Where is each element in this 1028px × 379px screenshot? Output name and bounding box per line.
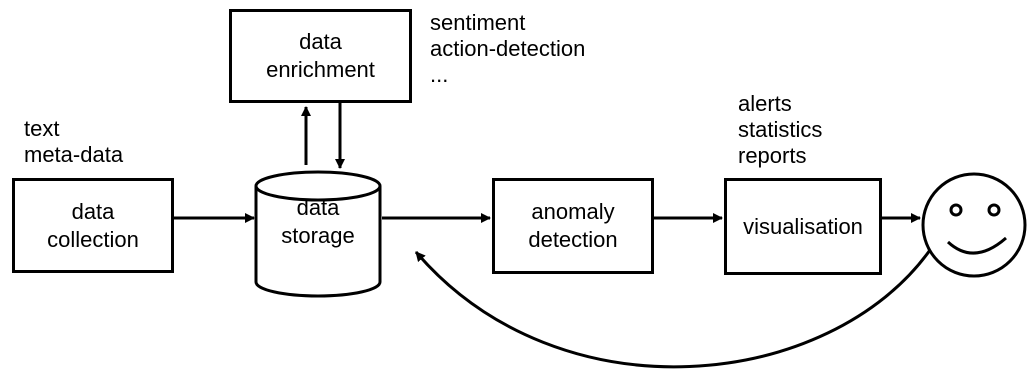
- visualisation-node: visualisation: [724, 178, 882, 275]
- smiley-face-icon: [921, 172, 1027, 278]
- data-storage-label-line-2: storage: [281, 223, 355, 248]
- data-storage-label: data storage: [256, 194, 380, 250]
- data-enrichment-node: data enrichment: [229, 9, 412, 103]
- note-text: text: [24, 116, 60, 141]
- data-enrichment-label-line-1: data: [299, 29, 342, 54]
- note-statistics: statistics: [738, 117, 823, 142]
- note-meta-data: meta-data: [24, 142, 124, 167]
- data-enrichment-label-line-2: enrichment: [266, 57, 375, 82]
- anomaly-detection-label-line-1: anomaly: [531, 199, 615, 224]
- data-storage-label-line-1: data: [296, 195, 340, 220]
- enrichment-examples-note: sentiment action-detection ...: [430, 10, 585, 88]
- data-collection-node: data collection: [12, 178, 174, 273]
- anomaly-detection-node: anomaly detection: [492, 178, 654, 274]
- note-ellipsis: ...: [430, 62, 449, 87]
- note-action-detection: action-detection: [430, 36, 586, 61]
- anomaly-detection-label-line-2: detection: [528, 227, 618, 252]
- note-sentiment: sentiment: [430, 10, 526, 35]
- data-collection-label-line-2: collection: [47, 226, 139, 252]
- outputs-note: alerts statistics reports: [738, 91, 822, 169]
- note-alerts: alerts: [738, 91, 792, 116]
- data-collection-label-line-1: data: [71, 198, 115, 224]
- data-storage-cylinder: [254, 170, 382, 298]
- collection-inputs-note: text meta-data: [24, 116, 123, 168]
- feedback-arrow-user-to-storage: [414, 249, 932, 369]
- visualisation-label: visualisation: [743, 213, 863, 239]
- note-reports: reports: [738, 143, 807, 168]
